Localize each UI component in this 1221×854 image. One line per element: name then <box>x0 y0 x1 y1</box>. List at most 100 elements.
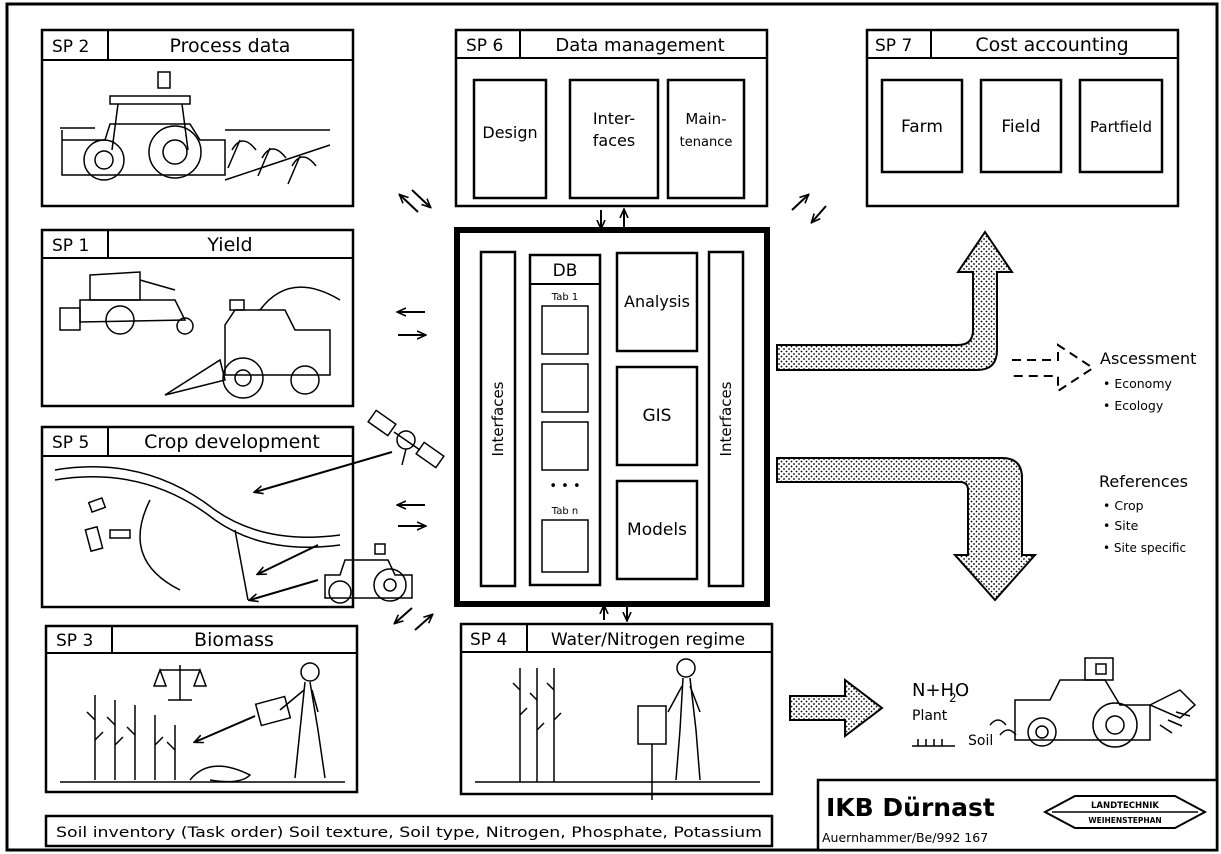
sp2-exchange-arrow-out <box>411 189 430 207</box>
flow-arrow-to-references <box>776 457 1038 602</box>
models-label: Models <box>627 520 687 540</box>
sp7-cost-accounting-box: SP 7 Cost accounting Farm Field Partfiel… <box>865 28 1180 208</box>
sp5-title: Crop development <box>144 431 320 453</box>
central-system-box: Interfaces Interfaces DB Tab 1 • • • Tab… <box>454 227 770 607</box>
db-table-n <box>541 519 589 573</box>
maize-crop-icon <box>60 695 345 783</box>
sp6-design-module <box>472 78 548 200</box>
soil-inventory-bar <box>44 814 774 848</box>
db-table-2 <box>541 363 589 413</box>
gis-label: GIS <box>643 406 672 426</box>
outer-frame <box>5 2 1219 852</box>
analysis-label: Analysis <box>624 292 690 311</box>
sp3-biomass-box: SP 3 Biomass <box>44 624 359 794</box>
db-label: DB <box>553 261 578 281</box>
tractor-to-field-arrow-1 <box>258 544 319 574</box>
assessment-ecology: • Ecology <box>1103 398 1164 413</box>
stamp-top-text: LANDTECHNIK <box>1091 801 1159 811</box>
sp6-title: Data management <box>555 35 724 56</box>
sp6-interfaces-module <box>568 78 660 200</box>
sp4-number: SP 4 <box>470 630 507 650</box>
assessment-economy: • Economy <box>1103 376 1173 391</box>
sp6-interfaces-label-2: faces <box>593 131 635 150</box>
spreader-tractor-icon <box>912 657 1197 748</box>
landtechnik-stamp-logo: LANDTECHNIK WEIHENSTEPHAN <box>1042 795 1208 829</box>
left-interfaces-column <box>479 250 517 588</box>
stamp-bottom-text: WEIHENSTEPHAN <box>1088 816 1161 825</box>
tab-1-label: Tab 1 <box>551 292 578 303</box>
references-crop: • Crop <box>1103 498 1144 513</box>
person-carrying-sample-icon <box>254 662 326 779</box>
soil-label: Soil <box>968 733 993 749</box>
db-ellipsis: • • • <box>549 479 580 494</box>
sp6-maintenance-label-1: Main- <box>685 110 726 128</box>
flow-arrow-to-application <box>789 677 884 739</box>
sp7-partfield-module <box>1078 78 1164 174</box>
right-interfaces-label: Interfaces <box>717 381 735 456</box>
assessment-title: Ascessment <box>1100 349 1196 368</box>
sp2-exchange-arrow-in <box>400 195 419 213</box>
logo-title: IKB Dürnast <box>826 793 995 822</box>
combine-harvester-icon <box>59 271 194 335</box>
sp4-water-nitrogen-box: SP 4 Water/Nitrogen regime <box>459 622 774 800</box>
sp1-number: SP 1 <box>52 236 89 256</box>
sp5-number: SP 5 <box>52 433 89 453</box>
analysis-module <box>615 251 699 353</box>
sp3-number: SP 3 <box>56 631 93 651</box>
sp6-maintenance-module <box>666 78 746 200</box>
field-tractor-icon <box>324 543 413 604</box>
sp5-crop-development-box: SP 5 Crop development <box>40 425 355 609</box>
sp1-yield-box: SP 1 Yield <box>40 228 355 408</box>
sp7-field-label: Field <box>1001 117 1040 137</box>
sp7-exchange-arrow-in <box>812 205 827 222</box>
forage-harvester-icon <box>164 286 341 399</box>
sp4-person-icon <box>667 658 701 781</box>
sp1-title: Yield <box>206 234 252 256</box>
sp6-design-label: Design <box>482 123 537 142</box>
sp7-farm-module <box>880 78 964 174</box>
sp6-data-management-box: SP 6 Data management Design Inter- faces… <box>454 28 769 208</box>
db-table-3 <box>541 421 589 471</box>
dashed-arrow-to-assessment <box>1012 343 1095 393</box>
sp7-number: SP 7 <box>875 36 912 56</box>
field-map-icon <box>54 466 341 601</box>
satellite-to-field-arrow <box>255 451 393 492</box>
sp7-partfield-label: Partfield <box>1090 118 1152 136</box>
formula-o: O <box>955 680 969 701</box>
sp4-title: Water/Nitrogen regime <box>551 630 745 650</box>
references-site-specific: • Site specific <box>1103 541 1186 555</box>
formula-subscript: 2 <box>949 691 957 705</box>
plant-label: Plant <box>912 708 948 724</box>
sp3-exchange-arrow-out <box>414 615 432 631</box>
sp3-title: Biomass <box>194 629 274 651</box>
sp6-interfaces-label-1: Inter- <box>593 109 635 128</box>
models-module <box>615 479 699 581</box>
sensor-station-icon <box>637 705 667 800</box>
sp7-title: Cost accounting <box>975 34 1128 56</box>
scale-icon <box>152 665 208 701</box>
logo-reference: Auernhammer/Be/992 167 <box>822 830 988 845</box>
sp6-number: SP 6 <box>466 36 503 56</box>
db-column <box>528 253 602 587</box>
gis-module <box>615 365 699 467</box>
db-table-1 <box>541 305 589 355</box>
formula-n-h: N+H <box>912 680 954 701</box>
tractor-plough-icon <box>60 71 331 185</box>
sp3-exchange-arrow-in <box>395 607 413 623</box>
sp2-process-data-box: SP 2 Process data <box>40 28 355 208</box>
tractor-to-field-arrow-2 <box>250 579 319 600</box>
right-interfaces-column <box>707 250 745 588</box>
sp7-field-module <box>979 78 1063 174</box>
sp4-crop-icon <box>475 668 760 783</box>
soil-inventory-text: Soil inventory (Task order) Soil texture… <box>56 825 762 841</box>
biomass-sample-arrow <box>195 715 256 742</box>
references-site: • Site <box>1103 518 1139 533</box>
sp7-exchange-arrow-out <box>791 195 808 211</box>
sp7-farm-label: Farm <box>901 117 943 137</box>
left-interfaces-label: Interfaces <box>489 381 507 456</box>
flow-arrow-to-cost-accounting <box>776 230 1014 371</box>
satellite-icon <box>367 409 445 469</box>
sp2-number: SP 2 <box>52 37 89 57</box>
references-title: References <box>1099 472 1188 491</box>
